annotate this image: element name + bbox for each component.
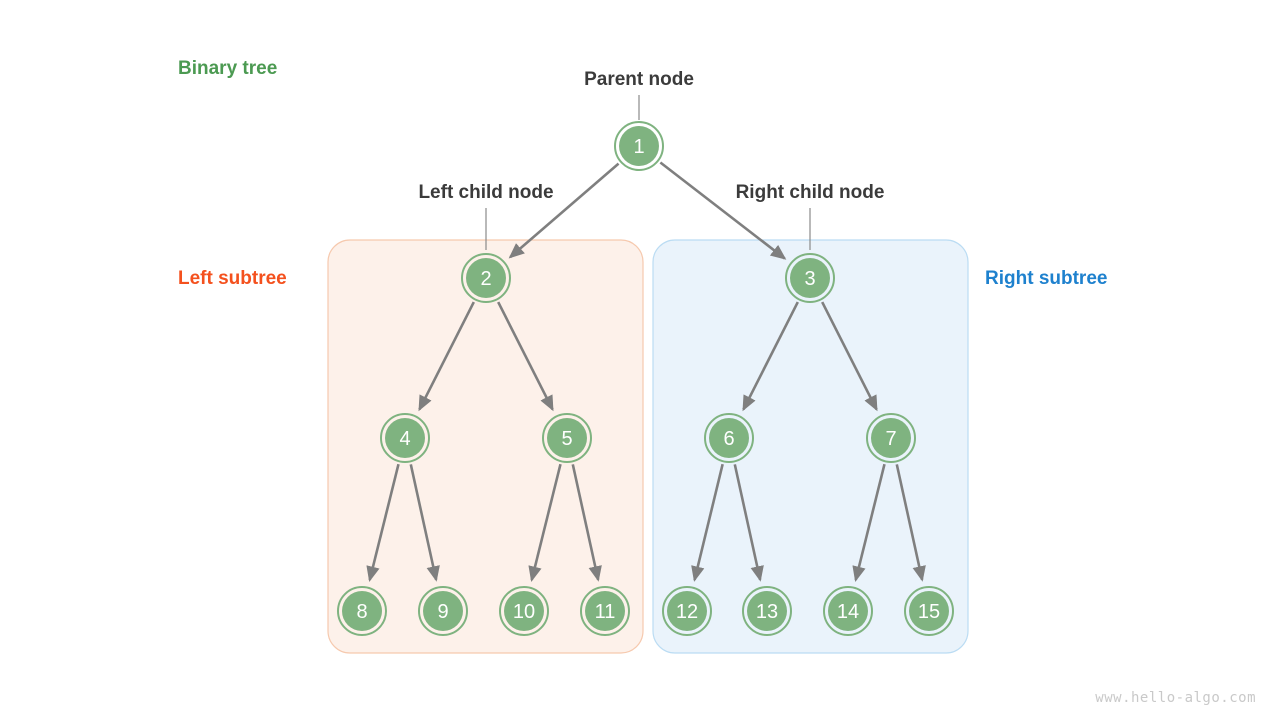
tree-node-9[interactable]: 9 — [418, 586, 468, 636]
tree-node-4[interactable]: 4 — [380, 413, 430, 463]
edge-n2-n4 — [418, 301, 475, 412]
tree-node-7[interactable]: 7 — [866, 413, 916, 463]
page-title: Binary tree — [178, 58, 278, 79]
tree-node-12[interactable]: 12 — [662, 586, 712, 636]
node-value: 12 — [676, 601, 698, 623]
edge-n2-n5 — [497, 301, 554, 412]
tree-node-3[interactable]: 3 — [785, 253, 835, 303]
node-value: 6 — [723, 428, 734, 450]
node-value: 9 — [437, 601, 448, 623]
tree-node-2[interactable]: 2 — [461, 253, 511, 303]
annotation-left-child-node: Left child node — [418, 182, 554, 203]
annotation-right-child-node: Right child node — [735, 182, 885, 203]
edge-n4-n8 — [366, 463, 400, 582]
edge-n1-n2 — [508, 162, 620, 259]
node-value: 2 — [480, 268, 491, 290]
node-value: 3 — [804, 268, 815, 290]
edge-n1-n3 — [659, 161, 787, 260]
node-value: 5 — [561, 428, 572, 450]
node-value: 14 — [837, 601, 859, 623]
node-value: 11 — [595, 601, 616, 623]
subtree-panels — [327, 239, 969, 654]
tree-node-8[interactable]: 8 — [337, 586, 387, 636]
edge-n6-n12 — [691, 463, 724, 582]
node-value: 15 — [918, 601, 940, 623]
tree-node-15[interactable]: 15 — [904, 586, 954, 636]
edge-n4-n9 — [409, 464, 440, 582]
tree-node-11[interactable]: 11 — [580, 586, 630, 636]
tree-edges — [366, 161, 926, 582]
watermark: www.hello-algo.com — [1095, 690, 1256, 706]
edge-n3-n6 — [742, 301, 799, 412]
tree-node-13[interactable]: 13 — [742, 586, 792, 636]
node-value: 4 — [399, 428, 410, 450]
panel-label-right-subtree: Right subtree — [985, 268, 1108, 289]
edge-n6-n13 — [733, 464, 764, 582]
node-value: 8 — [356, 601, 367, 623]
node-value: 7 — [885, 428, 896, 450]
annotation-parent-node: Parent node — [584, 69, 694, 90]
node-value: 13 — [756, 601, 778, 623]
edge-n7-n15 — [895, 464, 926, 582]
edge-n3-n7 — [821, 301, 878, 412]
node-value: 10 — [513, 601, 535, 623]
edge-n7-n14 — [852, 463, 886, 582]
annotation-ticks — [485, 95, 811, 250]
tree-node-10[interactable]: 10 — [499, 586, 549, 636]
tree-node-14[interactable]: 14 — [823, 586, 873, 636]
node-value: 1 — [633, 136, 644, 158]
tree-node-5[interactable]: 5 — [542, 413, 592, 463]
tree-node-6[interactable]: 6 — [704, 413, 754, 463]
tree-node-1[interactable]: 1 — [614, 121, 664, 171]
edge-n5-n10 — [528, 463, 562, 582]
panel-label-left-subtree: Left subtree — [178, 268, 287, 289]
edge-n5-n11 — [571, 464, 602, 582]
